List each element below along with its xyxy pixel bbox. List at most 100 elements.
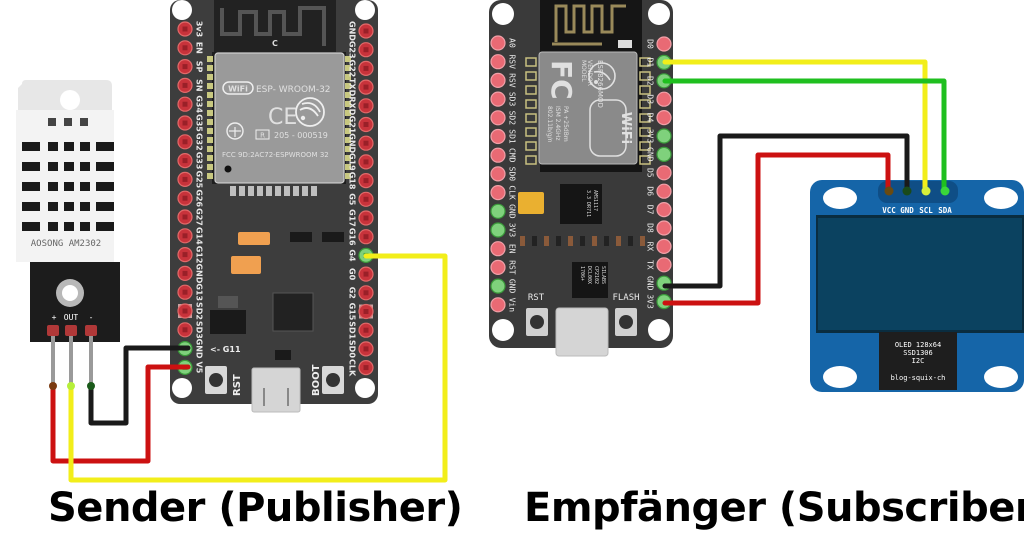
- nodemcu-right-pin-d4-4[interactable]: [656, 109, 672, 126]
- nodemcu-flash-button[interactable]: [619, 315, 633, 329]
- nodemcu-left-pin-a0-0[interactable]: [490, 35, 506, 51]
- nodemcu-left-pin-gnd-13[interactable]: [490, 278, 506, 294]
- nodemcu-right-pin-d5-7-label: D5: [646, 168, 655, 178]
- esp32-right-pin-gnd-6-hole: [363, 140, 369, 146]
- nodemcu-right-pin-d2-2-label: D2: [646, 76, 655, 86]
- nodemcu-left-pin-sd0-7[interactable]: [490, 166, 506, 182]
- esp32-right-pin-g23-1-label: G23: [348, 41, 357, 59]
- nodemcu-left-pin-en-11[interactable]: [490, 241, 506, 257]
- castellation-pad: [525, 155, 537, 165]
- nodemcu-right-pin-gnd-6[interactable]: [656, 146, 672, 162]
- castellation-pad: [207, 74, 213, 80]
- nodemcu-rst-button[interactable]: [530, 315, 544, 329]
- nodemcu-left-pin-3v3-10[interactable]: [490, 222, 506, 238]
- esp32-r-mark: R: [260, 132, 265, 140]
- esp32-left-pin-g35-5-hole: [182, 120, 188, 126]
- nodemcu-regulator-label-2: 3.3 DR711: [585, 190, 591, 217]
- castellation-pad: [207, 137, 213, 143]
- nodemcu-tantalum-cap: [518, 192, 544, 214]
- sensor-vent-slot: [64, 142, 74, 151]
- esp32-right-pin-txd-3-hole: [363, 84, 369, 90]
- castellation-pad: [345, 92, 351, 98]
- nodemcu-right-pin-rx-11[interactable]: [656, 238, 672, 254]
- nodemcu-left-pin-rsv-2[interactable]: [490, 72, 506, 89]
- esp32-rst-button[interactable]: [209, 373, 223, 387]
- wire-sensor-data-to-esp32-g4[interactable]: [68, 253, 448, 483]
- sensor-vent-slot: [80, 222, 90, 231]
- oled-pin-sda-label: SDA: [938, 206, 952, 215]
- nodemcu-right-pin-tx-12[interactable]: [656, 257, 672, 273]
- esp32-right-pin-g5-9-label: G5: [348, 193, 357, 206]
- esp32-ce-mark: CE: [268, 105, 297, 130]
- nodemcu-right-pin-d7-9[interactable]: [656, 202, 672, 218]
- sensor-vent-slot: [22, 222, 40, 231]
- nodemcu-right-pin-d5-7[interactable]: [656, 165, 672, 181]
- castellation-pad: [345, 56, 351, 62]
- sensor-pin-minus-pad: [85, 325, 97, 336]
- nodemcu-left-pin-sd3-3[interactable]: [490, 91, 506, 107]
- smd-resistor: [592, 236, 597, 246]
- wire-sensor-vcc-to-esp32-5v[interactable]: [50, 364, 191, 464]
- esp32-left-pin-sd2-15-hole: [182, 308, 188, 314]
- nodemcu-left-pin-rsv-1[interactable]: [490, 54, 506, 70]
- esp32-boot-button[interactable]: [326, 373, 340, 387]
- nodemcu-usb-chip-label-3: DCL00X: [586, 266, 592, 284]
- wire-sensor-gnd-to-esp32-gnd[interactable]: [88, 345, 191, 426]
- esp32-micro-usb-port[interactable]: [251, 367, 301, 413]
- castellation-pad: [207, 83, 213, 89]
- nodemcu-mount-hole-br: [648, 319, 670, 341]
- nodemcu-regulator-label-1: AMS1117: [592, 190, 598, 211]
- esp32-left-pin-g13-14-label: G13: [195, 283, 204, 301]
- nodemcu-left-pin-cmd-6[interactable]: [490, 147, 506, 163]
- esp32-transistor-1: [290, 232, 312, 242]
- esp32-right-pin-sd0-17-hole: [363, 346, 369, 352]
- nodemcu-right-pin-d8-10[interactable]: [656, 220, 672, 236]
- telec-mark-icon: [226, 122, 244, 140]
- nodemcu-left-pin-vin-14[interactable]: [490, 297, 506, 313]
- nodemcu-right-pin-d3-3[interactable]: [656, 91, 672, 107]
- esp32-right-pin-g18-8-hole: [363, 178, 369, 184]
- nodemcu-left-pin-sd1-5-label: SD1: [508, 129, 517, 144]
- nodemcu-micro-usb-port[interactable]: [555, 307, 609, 357]
- castellation-pad: [207, 101, 213, 107]
- nodemcu-left-pin-rst-12[interactable]: [490, 259, 506, 275]
- wire-nodemcu-gnd-to-oled-gnd[interactable]: [662, 133, 910, 289]
- nodemcu-module-shield: [538, 51, 638, 165]
- nodemcu-left-pin-sd1-5[interactable]: [490, 128, 506, 145]
- esp32-left-pin-g26-9-hole: [182, 195, 188, 201]
- castellation-pad: [639, 57, 651, 67]
- castellation-pad: [345, 74, 351, 80]
- nodemcu-right-pin-d6-8-label: D6: [646, 186, 655, 196]
- nodemcu-fcc-logo: FC: [545, 60, 578, 100]
- nodemcu-mount-hole-tr: [648, 3, 670, 25]
- nodemcu-module-castellations: [525, 57, 651, 165]
- module-bottom-pad: [293, 186, 299, 196]
- nodemcu-right-pin-d6-8[interactable]: [656, 183, 672, 199]
- smd-resistor: [604, 236, 609, 246]
- esp32-right-pin-clk-18-label: CLK: [348, 359, 357, 377]
- esp32-module-name: ESP- WROOM-32: [256, 85, 331, 95]
- nodemcu-right-pin-rx-11-label: RX: [646, 242, 655, 252]
- nodemcu-left-pin-sd2-4[interactable]: [490, 110, 506, 126]
- wire-nodemcu-d1-to-oled-scl[interactable]: [662, 59, 928, 194]
- endpoint-sensor-minus: [87, 382, 95, 390]
- esp32-wifi-badge-frame: [222, 81, 254, 95]
- sensor-vent-slot: [80, 182, 90, 191]
- wire-nodemcu-3v3-to-oled-vcc[interactable]: [662, 152, 891, 306]
- esp32-mount-hole-br: [355, 378, 375, 398]
- esp32-devkit-board: C WiFi ESP- WROOM-32 CE R 205 - 000519 F…: [170, 0, 378, 413]
- esp32-left-pin-en-1-label: EN: [195, 42, 204, 54]
- wire-nodemcu-d2-to-oled-sda[interactable]: [662, 78, 947, 194]
- esp32-left-header: 3v3ENSPSNG34G35G32G33G25G26G27G14G12GNDG…: [177, 21, 204, 375]
- sensor-vent-slot: [64, 222, 74, 231]
- esp32-left-pin-3v3-0-hole: [182, 26, 188, 32]
- nodemcu-flash-label: FLASH: [612, 293, 639, 303]
- nodemcu-left-pin-clk-8[interactable]: [490, 185, 506, 201]
- nodemcu-right-pin-3v3-5[interactable]: [656, 128, 672, 144]
- castellation-pad: [345, 119, 351, 125]
- esp32-right-pin-g17-10-label: G17: [348, 209, 357, 227]
- esp32-right-pin-gnd-6-label: GND: [348, 133, 357, 153]
- castellation-pad: [525, 71, 537, 81]
- nodemcu-left-pin-gnd-9[interactable]: [490, 203, 506, 219]
- nodemcu-right-pin-d0-0[interactable]: [656, 36, 672, 52]
